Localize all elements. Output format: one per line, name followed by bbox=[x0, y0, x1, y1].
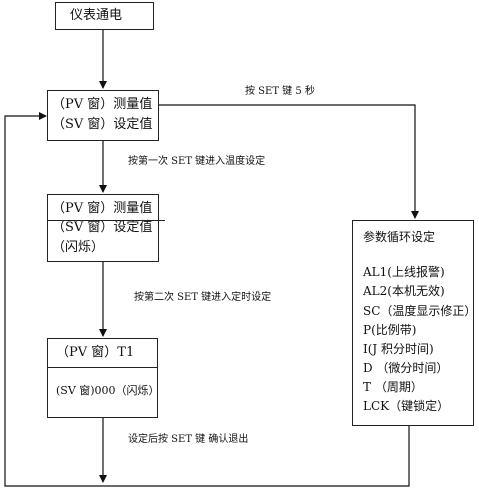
main-display-box: （PV 窗）测量值 （SV 窗）设定值 bbox=[47, 90, 159, 141]
timer-box-divider bbox=[48, 367, 157, 368]
param-cycle-box: 参数循环设定 AL1(上线报警) AL2(本机无效) SC（温度显示修正） P(… bbox=[352, 220, 477, 426]
param-item: D （微分时间） bbox=[363, 361, 449, 375]
timer-sv-line: (SV 窗)000（闪烁） bbox=[56, 384, 160, 397]
power-on-label: 仪表通电 bbox=[70, 8, 123, 23]
main-sv-line: （SV 窗）设定值 bbox=[52, 117, 153, 132]
arrow-main-to-param bbox=[159, 104, 419, 219]
temp-setting-box: （PV 窗）测量值 （SV 窗）设定值 （闪烁） bbox=[47, 194, 159, 262]
param-item: P(比例带) bbox=[363, 323, 417, 337]
param-item: AL1(上线报警) bbox=[363, 265, 445, 279]
param-item: LCK（键锁定） bbox=[363, 399, 450, 413]
power-on-box: 仪表通电 bbox=[55, 2, 154, 30]
temp-blink-line: （闪烁） bbox=[52, 240, 105, 255]
timer-setting-box: （PV 窗）T1 (SV 窗)000（闪烁） bbox=[47, 338, 160, 418]
param-item: I(J 积分时间) bbox=[363, 342, 434, 356]
confirm-exit-label: 设定后按 SET 键 确认退出 bbox=[128, 434, 249, 445]
param-item: SC（温度显示修正） bbox=[363, 304, 477, 318]
timer-pv-line: （PV 窗）T1 bbox=[56, 345, 135, 360]
temp-sv-line: （SV 窗）设定值 bbox=[52, 220, 153, 235]
param-item: AL2(本机无效) bbox=[363, 284, 445, 298]
temp-pv-line: （PV 窗）测量值 bbox=[52, 201, 153, 216]
param-item: T （周期） bbox=[363, 380, 423, 394]
second-set-label: 按第二次 SET 键进入定时设定 bbox=[134, 292, 272, 303]
set-5s-label: 按 SET 键 5 秒 bbox=[245, 86, 315, 97]
temp-box-divider bbox=[47, 220, 165, 221]
first-set-label: 按第一次 SET 键进入温度设定 bbox=[128, 156, 266, 167]
param-cycle-title: 参数循环设定 bbox=[363, 230, 436, 244]
return-loop-line bbox=[4, 112, 410, 487]
main-pv-line: （PV 窗）测量值 bbox=[52, 97, 153, 112]
